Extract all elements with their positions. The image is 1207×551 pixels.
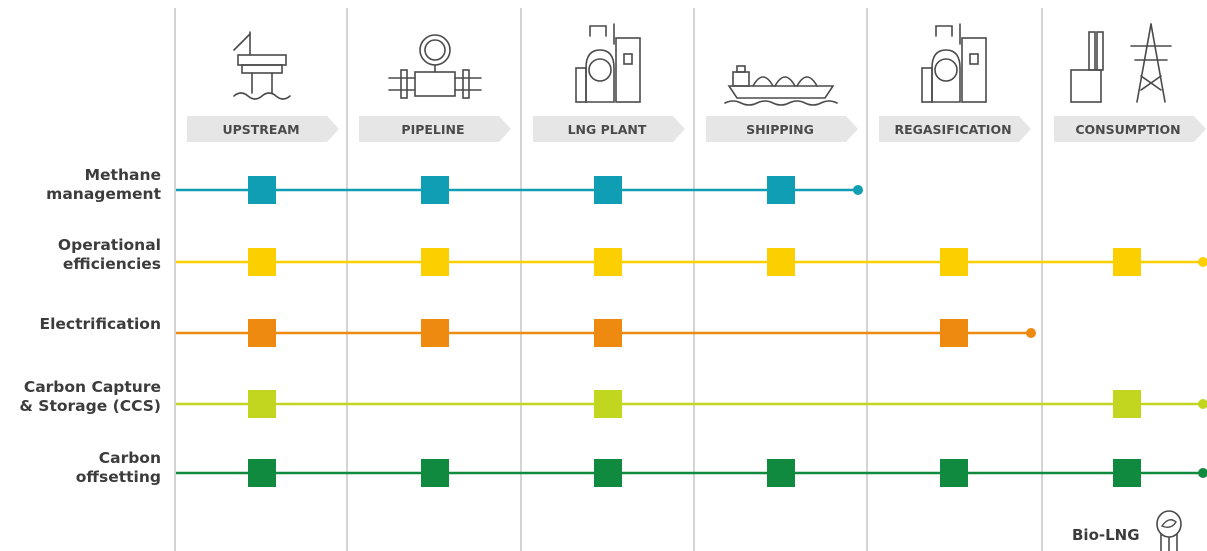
row-marker bbox=[421, 459, 449, 487]
row-marker bbox=[940, 459, 968, 487]
row-label-line: Carbon bbox=[98, 449, 161, 467]
row-label-line: Methane bbox=[84, 166, 161, 184]
stage-band bbox=[359, 116, 511, 142]
stage-label: SHIPPING bbox=[746, 122, 814, 137]
row-label: Electrification bbox=[39, 315, 161, 334]
row-marker bbox=[421, 176, 449, 204]
row-end-dot bbox=[853, 185, 863, 195]
row-label-line: & Storage (CCS) bbox=[19, 397, 161, 415]
stage-label: UPSTREAM bbox=[222, 122, 299, 137]
row-label-line: offsetting bbox=[75, 468, 161, 486]
power-plant-pylon-icon bbox=[1070, 23, 1172, 103]
stage-band bbox=[706, 116, 858, 142]
row-marker bbox=[1113, 459, 1141, 487]
stage-label: CONSUMPTION bbox=[1075, 122, 1180, 137]
technology-row bbox=[176, 459, 1207, 487]
row-label: Carbon Capture& Storage (CCS) bbox=[19, 378, 161, 416]
row-marker bbox=[767, 248, 795, 276]
row-marker bbox=[248, 319, 276, 347]
row-marker bbox=[767, 176, 795, 204]
stage-label: LNG PLANT bbox=[568, 122, 647, 137]
pipeline-gauge-icon bbox=[388, 34, 482, 99]
stage-header-bands: UPSTREAM PIPELINE LNG PLANT SHIPPING REGASIF… bbox=[187, 116, 1206, 142]
row-marker bbox=[421, 248, 449, 276]
row-end-dot bbox=[1026, 328, 1036, 338]
technology-row bbox=[176, 248, 1207, 276]
row-marker bbox=[767, 459, 795, 487]
row-end-dot bbox=[1198, 399, 1207, 409]
row-label-line: Electrification bbox=[39, 315, 161, 333]
stage-label: REGASIFICATION bbox=[894, 122, 1011, 137]
stage-label: PIPELINE bbox=[401, 122, 464, 137]
row-marker bbox=[594, 390, 622, 418]
bio-lng-tank-icon bbox=[1156, 510, 1182, 551]
stage-band bbox=[533, 116, 685, 142]
row-label-line: management bbox=[46, 185, 161, 203]
technology-rows bbox=[176, 176, 1207, 487]
row-marker bbox=[248, 459, 276, 487]
row-marker bbox=[594, 459, 622, 487]
row-label-line: Operational bbox=[57, 236, 161, 254]
technology-row bbox=[176, 390, 1207, 418]
row-marker bbox=[940, 319, 968, 347]
row-end-dot bbox=[1198, 468, 1207, 478]
row-marker bbox=[248, 176, 276, 204]
stage-band bbox=[187, 116, 339, 142]
bio-lng-label: Bio-LNG bbox=[1072, 526, 1140, 544]
row-marker bbox=[248, 248, 276, 276]
row-marker bbox=[1113, 390, 1141, 418]
row-label-line: efficiencies bbox=[62, 255, 161, 273]
row-marker bbox=[594, 176, 622, 204]
row-marker bbox=[594, 248, 622, 276]
stage-band bbox=[1054, 116, 1206, 142]
row-marker bbox=[421, 319, 449, 347]
row-marker bbox=[594, 319, 622, 347]
row-label-line: Carbon Capture bbox=[23, 378, 161, 396]
column-dividers bbox=[174, 8, 1043, 551]
stage-icons bbox=[233, 23, 1172, 106]
row-marker bbox=[248, 390, 276, 418]
row-marker bbox=[1113, 248, 1141, 276]
offshore-platform-icon bbox=[233, 31, 291, 100]
lng-plant-icon bbox=[575, 23, 641, 103]
regasification-plant-icon bbox=[921, 23, 987, 103]
technology-row bbox=[176, 176, 863, 204]
lng-ship-icon bbox=[724, 65, 838, 106]
row-end-dot bbox=[1198, 257, 1207, 267]
technology-row bbox=[176, 319, 1036, 347]
row-marker bbox=[940, 248, 968, 276]
stage-band bbox=[879, 116, 1031, 142]
